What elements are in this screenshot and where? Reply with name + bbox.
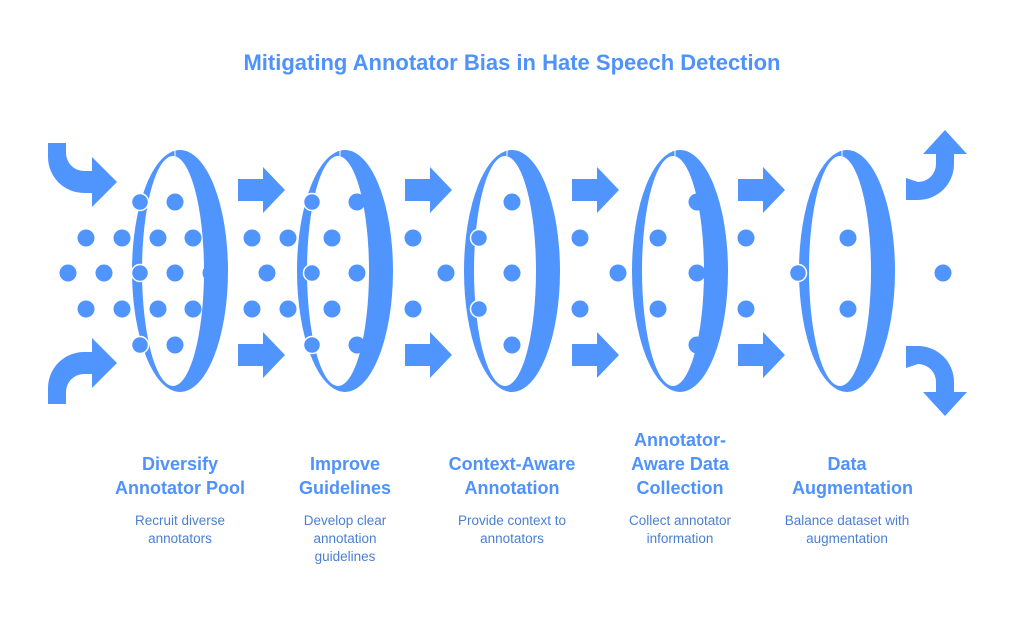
data-dot — [536, 300, 554, 318]
data-dot — [737, 229, 755, 247]
stage-title: Diversify Annotator Pool — [115, 454, 245, 498]
data-dot — [649, 300, 667, 318]
data-dot — [166, 336, 184, 354]
data-dot — [688, 336, 706, 354]
data-dot — [59, 264, 77, 282]
stage-title: Annotator-Aware Data Collection — [631, 430, 729, 498]
data-dot — [166, 264, 184, 282]
data-dot — [184, 300, 202, 318]
data-dot — [503, 264, 521, 282]
data-dot — [131, 336, 149, 354]
arrow-right-icon — [405, 167, 452, 213]
stage-description: Balance dataset with augmentation — [784, 513, 910, 546]
filtered-dot — [130, 335, 150, 355]
arrow-right-icon — [405, 332, 452, 378]
data-dot — [536, 229, 554, 247]
filtered-dot — [469, 299, 489, 319]
data-dot — [131, 264, 149, 282]
data-dot — [404, 229, 422, 247]
stage-description: Recruit diverse annotators — [134, 513, 226, 546]
filter-ring-inner — [642, 156, 704, 386]
data-dot — [839, 229, 857, 247]
curved-arrow-out-top-icon — [906, 130, 967, 200]
data-dot — [202, 264, 220, 282]
data-dot — [348, 336, 366, 354]
data-dot — [649, 229, 667, 247]
data-dot — [184, 229, 202, 247]
data-dot — [688, 264, 706, 282]
stage-4-title: Annotator-Aware Data Collection — [595, 422, 765, 500]
data-dot — [77, 300, 95, 318]
data-dot — [243, 229, 261, 247]
data-dot — [503, 336, 521, 354]
filter-ring-inner — [307, 156, 369, 386]
curved-arrow-in-bottom-icon — [48, 338, 117, 404]
stage-title: Improve Guidelines — [298, 454, 392, 498]
data-dot — [470, 300, 488, 318]
stage-2-title: Improve Guidelines — [260, 422, 430, 500]
stage-description: Provide context to annotators — [457, 513, 567, 546]
arrow-right-icon — [572, 332, 619, 378]
arrow-right-icon — [238, 167, 285, 213]
data-dot — [95, 264, 113, 282]
data-dot — [348, 264, 366, 282]
data-dot — [243, 300, 261, 318]
data-dot — [404, 300, 422, 318]
data-dot — [323, 300, 341, 318]
data-dot — [258, 264, 276, 282]
data-dot — [113, 229, 131, 247]
data-dot — [303, 193, 321, 211]
stage-description: Develop clear annotation guidelines — [303, 513, 387, 564]
data-dot — [789, 264, 807, 282]
arrow-right-icon — [238, 332, 285, 378]
curved-arrow-out-bottom-icon — [906, 346, 967, 416]
filtered-dot — [788, 263, 808, 283]
data-dot — [609, 264, 627, 282]
data-dot — [348, 193, 366, 211]
data-dot — [369, 300, 387, 318]
data-dot — [149, 300, 167, 318]
data-dot — [369, 229, 387, 247]
arrow-right-icon — [738, 332, 785, 378]
stage-3-title: Context-Aware Annotation — [427, 422, 597, 500]
data-dot — [131, 193, 149, 211]
stage-title: Data Augmentation — [792, 454, 913, 498]
data-dot — [279, 300, 297, 318]
arrow-right-icon — [572, 167, 619, 213]
data-dot — [303, 264, 321, 282]
stage-5-title: Data Augmentation — [762, 422, 932, 500]
data-dot — [737, 300, 755, 318]
data-dot — [113, 300, 131, 318]
filtered-dot — [302, 335, 322, 355]
data-dot — [303, 336, 321, 354]
filtered-dot — [469, 228, 489, 248]
data-dot — [934, 264, 952, 282]
data-dot — [437, 264, 455, 282]
stage-1-title: Diversify Annotator Pool — [95, 422, 265, 500]
data-dot — [77, 229, 95, 247]
data-dot — [166, 193, 184, 211]
arrow-right-icon — [738, 167, 785, 213]
data-dot — [839, 300, 857, 318]
data-dot — [149, 229, 167, 247]
data-dot — [688, 193, 706, 211]
data-dot — [571, 229, 589, 247]
stage-title: Context-Aware Annotation — [448, 454, 576, 498]
curved-arrow-in-top-icon — [48, 143, 117, 207]
filtered-dot — [302, 192, 322, 212]
data-dot — [323, 229, 341, 247]
filtered-dot — [130, 263, 150, 283]
stage-description: Collect annotator information — [628, 513, 732, 546]
data-dot — [503, 193, 521, 211]
data-dot — [470, 229, 488, 247]
data-dot — [279, 229, 297, 247]
diagram-title: Mitigating Annotator Bias in Hate Speech… — [243, 50, 781, 75]
filtered-dot — [302, 263, 322, 283]
data-dot — [571, 300, 589, 318]
filter-ring-inner — [809, 156, 871, 386]
filtered-dot — [130, 192, 150, 212]
